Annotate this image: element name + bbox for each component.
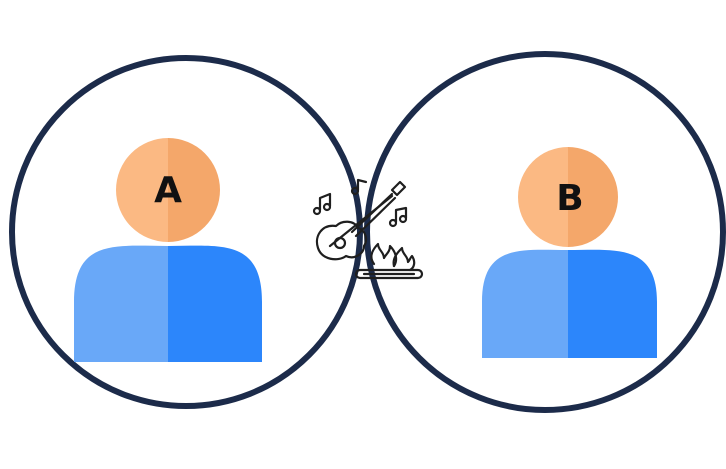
set-b-circle (364, 51, 726, 413)
set-a-label: A (154, 170, 182, 211)
guitar-campfire-music-icon (312, 178, 424, 280)
set-b-label: B (556, 178, 583, 219)
person-a-icon: A (74, 138, 262, 362)
person-b-icon: B (482, 147, 657, 358)
